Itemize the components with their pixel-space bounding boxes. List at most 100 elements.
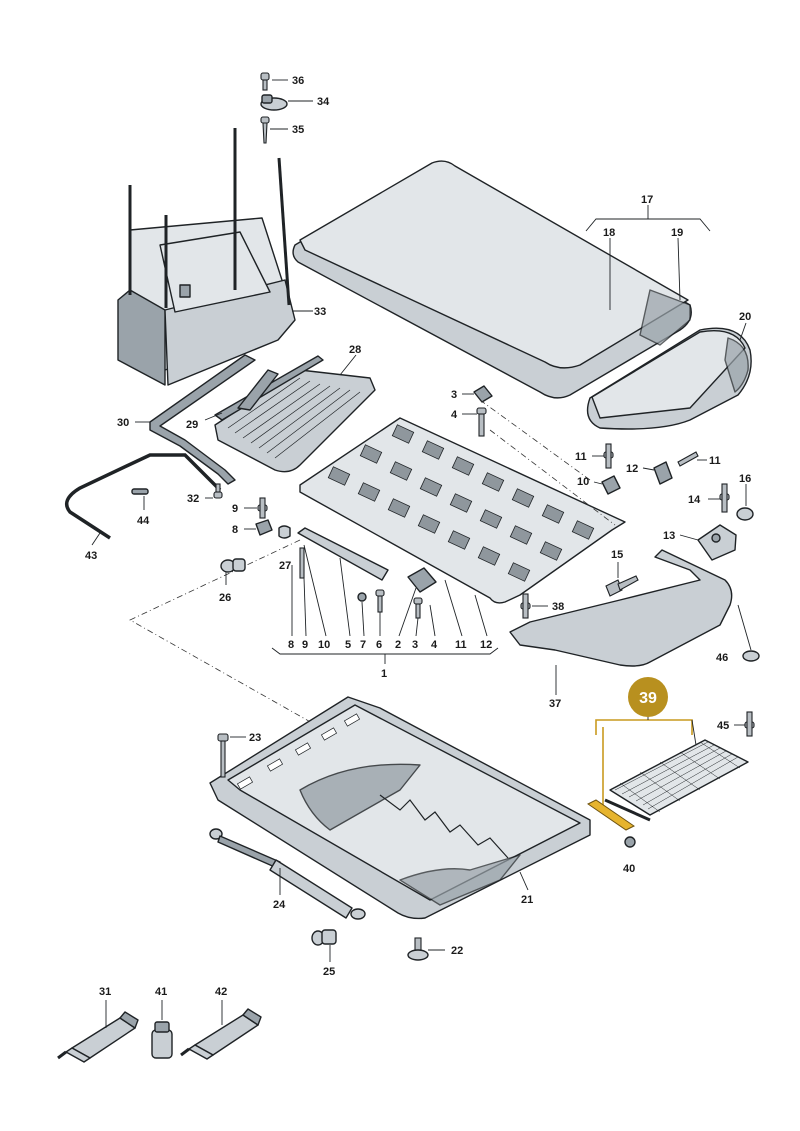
screw-3b-icon: [413, 597, 423, 619]
pin-26-icon: [220, 558, 246, 573]
callout-group-5: 5: [345, 639, 351, 651]
callout-20: 20: [739, 311, 751, 323]
gas-strut-24: [209, 828, 366, 920]
callout-38: 38: [552, 601, 564, 613]
callout-15: 15: [611, 549, 623, 561]
callout-3-upper: 3: [451, 389, 457, 401]
callout-12: 12: [626, 463, 638, 475]
clip-12-icon: [653, 461, 673, 485]
screw-38-icon: [520, 593, 531, 619]
screw-36-icon: [260, 72, 270, 91]
nut-16-icon: [736, 507, 754, 521]
callout-group-6: 6: [376, 639, 382, 651]
callout-31: 31: [99, 986, 111, 998]
screw-45-icon: [744, 711, 755, 737]
screw-23-icon: [217, 733, 229, 778]
callout-16: 16: [739, 473, 751, 485]
callout-group-3: 3: [412, 639, 418, 651]
callout-44: 44: [137, 515, 150, 527]
callout-28: 28: [349, 344, 361, 356]
callout-45: 45: [717, 720, 729, 732]
callout-group-4: 4: [431, 639, 438, 651]
callout-10: 10: [577, 476, 589, 488]
seat-cushion-18: [292, 160, 692, 399]
highlighted-callout-39[interactable]: 39: [628, 677, 668, 717]
callout-32: 32: [187, 493, 199, 505]
callout-25: 25: [323, 966, 335, 978]
callout-23: 23: [249, 732, 261, 744]
nut-7-icon: [357, 592, 367, 602]
screw-11b-icon: [677, 451, 699, 467]
frame-37: [509, 549, 733, 667]
callout-4-upper: 4: [451, 409, 458, 421]
callout-26: 26: [219, 592, 231, 604]
callout-group-12: 12: [480, 639, 492, 651]
callout-30: 30: [117, 417, 129, 429]
callout-39: 39: [639, 690, 657, 707]
screw-9-icon: [257, 497, 268, 519]
pin-25-icon: [311, 929, 337, 946]
callout-40: 40: [623, 863, 635, 875]
luggage-net-39: [604, 739, 749, 822]
callout-9-upper: 9: [232, 503, 238, 515]
seal-strip-43: [64, 453, 222, 540]
callout-21: 21: [521, 894, 533, 906]
callout-43: 43: [85, 550, 97, 562]
callout-36: 36: [292, 75, 304, 87]
callout-11-right: 11: [709, 455, 721, 467]
clip-34-icon: [260, 94, 288, 111]
callout-29: 29: [186, 419, 198, 431]
callout-27: 27: [279, 560, 291, 572]
callout-group-10: 10: [318, 639, 330, 651]
grease-tube-31: [57, 1011, 139, 1063]
rail-30: [149, 354, 256, 485]
screw-35-icon: [260, 116, 270, 144]
callout-41: 41: [155, 986, 167, 998]
callout-46: 46: [716, 652, 728, 664]
callout-34: 34: [317, 96, 330, 108]
screw-11a-icon: [603, 443, 614, 469]
grease-tube-42: [180, 1008, 262, 1060]
callout-group-11: 11: [455, 639, 467, 651]
callout-24: 24: [273, 899, 286, 911]
bottle-41: [151, 1021, 173, 1059]
clip-2-icon: [407, 567, 437, 593]
nut-40-icon: [624, 836, 636, 848]
callout-group-9: 9: [302, 639, 308, 651]
callout-14: 14: [688, 494, 701, 506]
callout-35: 35: [292, 124, 304, 136]
callout-18: 18: [603, 227, 615, 239]
screw-15-icon: [605, 575, 639, 597]
storage-bag-33: [117, 128, 296, 386]
screw-32-icon: [213, 483, 223, 499]
hinge-bracket-13: [697, 524, 737, 561]
side-cushion-20: [586, 327, 752, 430]
grooved-panel-28: [214, 369, 376, 473]
callout-8-upper: 8: [232, 524, 238, 536]
spring-frame: [299, 417, 626, 604]
cover-strip-5: [297, 527, 389, 581]
callout-22: 22: [451, 945, 463, 957]
callout-group-8: 8: [288, 639, 294, 651]
callout-labels: 36 34 35 33 17 18 19 20 28 29 30 3 4 11 …: [85, 75, 751, 998]
screw-6-icon: [375, 589, 385, 613]
pin-44-icon: [131, 488, 149, 495]
screw-4-icon: [476, 407, 487, 437]
clip-27-icon: [278, 525, 305, 579]
callout-17: 17: [641, 194, 653, 206]
callout-33: 33: [314, 306, 326, 318]
floor-panel-21: [209, 696, 591, 920]
callout-group-2: 2: [395, 639, 401, 651]
callout-11-left: 11: [575, 451, 587, 463]
callout-42: 42: [215, 986, 227, 998]
callout-1: 1: [381, 668, 387, 680]
screw-14-icon: [719, 483, 730, 513]
callout-13: 13: [663, 530, 675, 542]
callout-39-badge: [628, 677, 668, 717]
clip-8-icon: [255, 519, 273, 536]
callout-19: 19: [671, 227, 683, 239]
cap-46-icon: [742, 650, 760, 662]
clip-10-icon: [601, 475, 621, 495]
highlighted-rod-39: [587, 799, 635, 831]
